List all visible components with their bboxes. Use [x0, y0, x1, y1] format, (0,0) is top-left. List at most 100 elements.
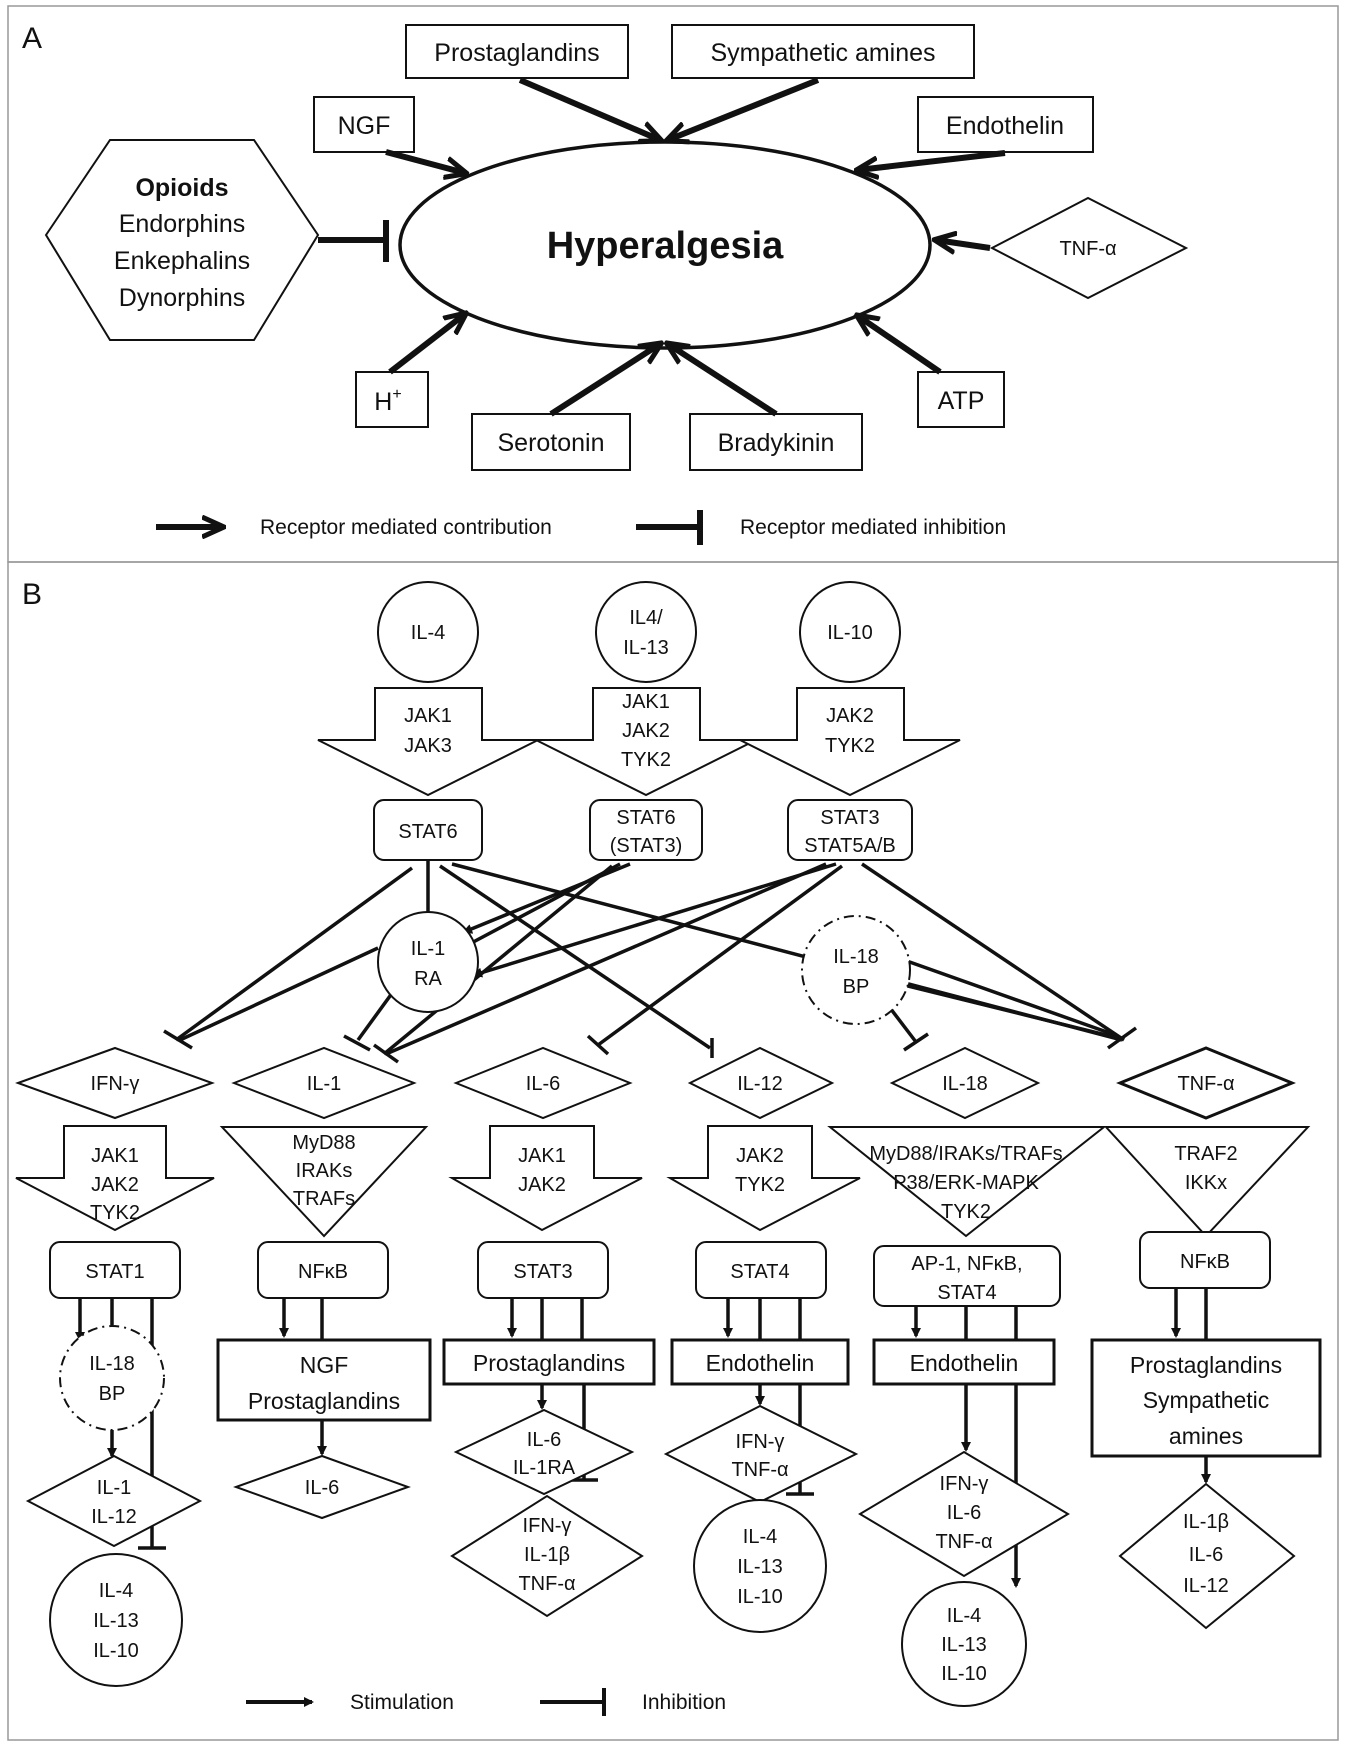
il12-circle-line1: IL-4 [743, 1526, 777, 1548]
bradykinin-label: Bradykinin [718, 429, 835, 457]
tnfa-diamond [989, 196, 1189, 300]
legend-a-inhibition-label: Receptor mediated inhibition [740, 516, 1006, 539]
serotonin-label: Serotonin [497, 429, 604, 457]
il10-circle [799, 581, 901, 683]
ifng-kinase-arrow [15, 1125, 215, 1232]
il12-label: IL-12 [737, 1073, 783, 1095]
prostaglandins-box [405, 24, 629, 79]
il6-diamond2-line3: TNF-α [518, 1573, 575, 1595]
il1-diamond-label: IL-6 [305, 1477, 339, 1499]
il4-il13-label-line1: IL4/ [629, 607, 663, 629]
column-il1: IL-1 MyD88 IRAKs TRAFs NFκB NGF Prostagl… [216, 1046, 432, 1520]
tnfa-b-label: TNF-α [1177, 1073, 1234, 1095]
column-ifng: IFN-γ JAK1 JAK2 TYK2 STAT1 IL-18 BP IL-1… [15, 1046, 215, 1687]
il18-diamond-line2: IL-6 [947, 1502, 981, 1524]
il1-label: IL-1 [307, 1073, 341, 1095]
tnfa-adaptor-1: TRAF2 [1174, 1143, 1237, 1165]
ifng-label: IFN-γ [91, 1073, 140, 1095]
il6-mediator-box [442, 1338, 656, 1386]
column-il18: IL-18 MyD88/IRAKs/TRAFs P38/ERK-MAPK TYK… [827, 1046, 1107, 1707]
il12-diamond-line1: IFN-γ [736, 1431, 785, 1453]
stat3-label: STAT3 [513, 1261, 572, 1283]
il12-circle-line2: IL-13 [737, 1556, 783, 1578]
il1-mediator-1: NGF [300, 1352, 349, 1378]
il4-label: IL-4 [411, 622, 445, 644]
jak-il4-line2: JAK3 [404, 735, 452, 757]
panel-b-label: B [22, 578, 42, 611]
il18-adaptor-1: MyD88/IRAKs/TRAFs [869, 1143, 1062, 1165]
contribution-arrows [385, 77, 1006, 417]
bradykinin-box [689, 413, 863, 471]
il18bp-stat1-line1: IL-18 [89, 1353, 135, 1375]
il6-kinase-arrow [448, 1125, 643, 1232]
panel-a: A Hyperalgesia Opioids Endorphins Enkeph… [7, 5, 1339, 563]
il18-diamond [889, 1046, 1041, 1120]
bar-il1-a [343, 1034, 371, 1052]
il18-circle-line1: IL-4 [947, 1605, 981, 1627]
il1ra-line2: RA [414, 968, 442, 990]
arrow-atp [858, 316, 942, 375]
il18-diamond-line3: TNF-α [935, 1531, 992, 1553]
tnfa-mediator-box [1090, 1338, 1322, 1458]
jak-il10-block-arrow [739, 687, 961, 797]
il18-adaptor-2: P38/ERK-MAPK [893, 1172, 1039, 1194]
stat1-label: STAT1 [85, 1261, 144, 1283]
il12-diamond-line2: TNF-α [731, 1459, 788, 1481]
il12-kinase-2: TYK2 [735, 1174, 785, 1196]
il18bp-inhibits-tnfa-b [903, 983, 1119, 1040]
tnfa-diamond-line2: IL-6 [1189, 1544, 1223, 1566]
il4-circle [377, 581, 479, 683]
tnfa-adaptor-2: IKKx [1185, 1172, 1227, 1194]
tnfa-mediator-3: amines [1169, 1423, 1243, 1449]
bar-ifng [163, 1029, 193, 1050]
il6-diamond2-line2: IL-1β [524, 1544, 570, 1566]
column-il6: IL-6 JAK1 JAK2 STAT3 Prostaglandins IL-6… [442, 1046, 656, 1618]
legend-a-contribution-label: Receptor mediated contribution [260, 516, 552, 539]
ifng-diamond-line2: IL-12 [91, 1506, 137, 1528]
il18-mediator-1: Endothelin [910, 1350, 1019, 1376]
tnfa-diamond-line3: IL-12 [1183, 1575, 1229, 1597]
sympathetic-amines-label: Sympathetic amines [710, 39, 935, 67]
opioids-item-endorphins: Endorphins [119, 210, 245, 238]
stat6-inhibits-ifng [174, 866, 414, 1042]
arrow-tnfa [936, 240, 991, 248]
il18-label: IL-18 [942, 1073, 988, 1095]
ifng-kinase-2: JAK2 [91, 1174, 139, 1196]
serotonin-box [471, 413, 631, 471]
h-plus-label: H+ [374, 386, 401, 416]
opioids-hexagon [44, 139, 320, 341]
endothelin-label: Endothelin [946, 112, 1064, 140]
il18bp-stat1-circle [59, 1325, 165, 1431]
il1-diamond [231, 1046, 417, 1120]
column-il12: IL-12 JAK2 TYK2 STAT4 Endothelin IFN-γ T… [663, 1046, 861, 1633]
h-plus-base: H [374, 388, 392, 416]
opioids-item-enkephalins: Enkephalins [114, 247, 250, 275]
jak-il4-il13-block-arrow [535, 687, 757, 797]
column-tnfa: TNF-α TRAF2 IKKx NFκB Prostaglandins Sym… [1090, 1046, 1322, 1630]
il1-mediator-box [216, 1338, 432, 1422]
ngf-box [313, 96, 415, 153]
il6-diamond [453, 1046, 633, 1120]
il18-adaptor-triangle [827, 1126, 1107, 1238]
ifng-kinase-1: JAK1 [91, 1145, 139, 1167]
sympathetic-amines-box [671, 24, 975, 79]
jak-il4-il13-line1: JAK1 [622, 691, 670, 713]
il4-il13-label-line2: IL-13 [623, 637, 669, 659]
il18-adaptor-3: TYK2 [941, 1201, 991, 1223]
il18-circle-il4-il13-il10 [901, 1581, 1027, 1707]
stat6-stat3-to-il1ra-b [460, 862, 621, 950]
arrow-serotonin [549, 344, 660, 417]
stat-il4-label: STAT6 [398, 821, 457, 843]
il1-mediator-2: Prostaglandins [248, 1388, 400, 1414]
ifng-circle-il4-il13-il10 [49, 1553, 183, 1687]
il1ra-inhibits-ifng [179, 946, 379, 1042]
panel-b-frame [7, 561, 1339, 1741]
arrow-endothelin [858, 150, 1006, 170]
stat6-inhibits-il12 [439, 864, 711, 1050]
stat3-5-inhibits-il6 [596, 864, 844, 1047]
il1ra-circle [377, 911, 479, 1013]
il12-kinase-arrow [666, 1125, 861, 1232]
stat-il10-box [787, 799, 913, 861]
il1-diamond-il6 [233, 1454, 411, 1520]
